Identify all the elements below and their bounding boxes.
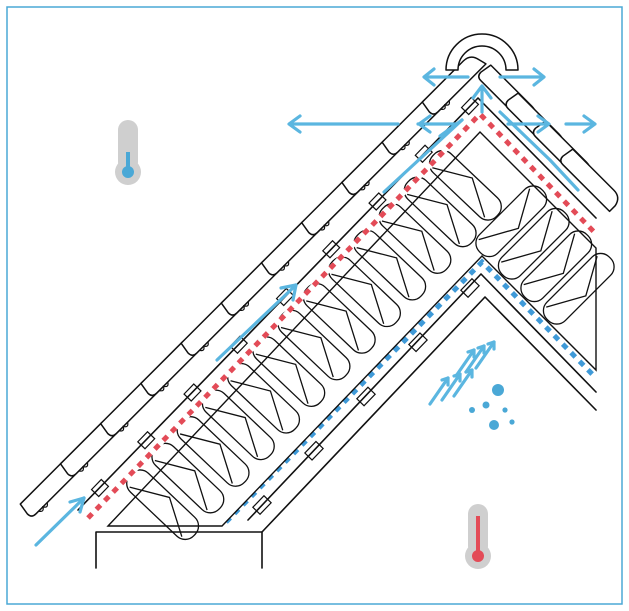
batten: [407, 332, 429, 353]
roof-tile: [560, 148, 619, 213]
counter-battens: [77, 96, 597, 516]
outer-breather-membrane: [86, 110, 598, 520]
batten: [251, 494, 273, 516]
batten: [183, 383, 202, 402]
batten: [303, 440, 325, 461]
insulation-loop: [475, 185, 548, 258]
insulation-loop: [378, 203, 452, 274]
vapour-arrow: [440, 372, 462, 402]
ridge-tile-icon: [445, 33, 519, 71]
insulation-loop: [302, 282, 376, 354]
batten: [459, 277, 481, 299]
vapour-arrow: [464, 344, 486, 374]
insulation-loop: [327, 256, 402, 328]
batten: [90, 478, 110, 498]
insulation-loop: [497, 207, 570, 280]
thermometer-cold-icon: [115, 120, 141, 185]
thermometer-warm-icon: [465, 504, 491, 569]
batten: [355, 386, 377, 407]
batten: [460, 96, 480, 116]
insulation-loop: [542, 252, 615, 325]
roof-tile: [421, 56, 487, 115]
batten: [136, 430, 156, 450]
insulation-loop: [428, 149, 502, 221]
eaves-inflow-arrow: [34, 496, 86, 547]
vapour-arrow: [474, 340, 496, 370]
batten: [321, 239, 341, 259]
air-flow-arrows: [34, 67, 597, 547]
diagram-frame: [6, 6, 623, 605]
vapour-droplets-icon: [469, 384, 515, 430]
inner-lining: [247, 273, 597, 533]
wall-plate: [95, 531, 263, 569]
insulation-loop: [353, 229, 427, 301]
vapour-arrow: [428, 376, 450, 406]
vapour-rising-arrows: [428, 340, 496, 406]
cavity-flow-arrow: [215, 283, 298, 362]
inner-vapour-membrane: [224, 258, 598, 524]
insulation-loop: [403, 176, 477, 248]
vapour-arrow: [454, 348, 476, 378]
insulation-loop: [520, 230, 593, 303]
batten: [368, 192, 387, 211]
vapour-arrow: [452, 368, 474, 398]
cavity-flow-arrow-upper: [382, 118, 464, 194]
